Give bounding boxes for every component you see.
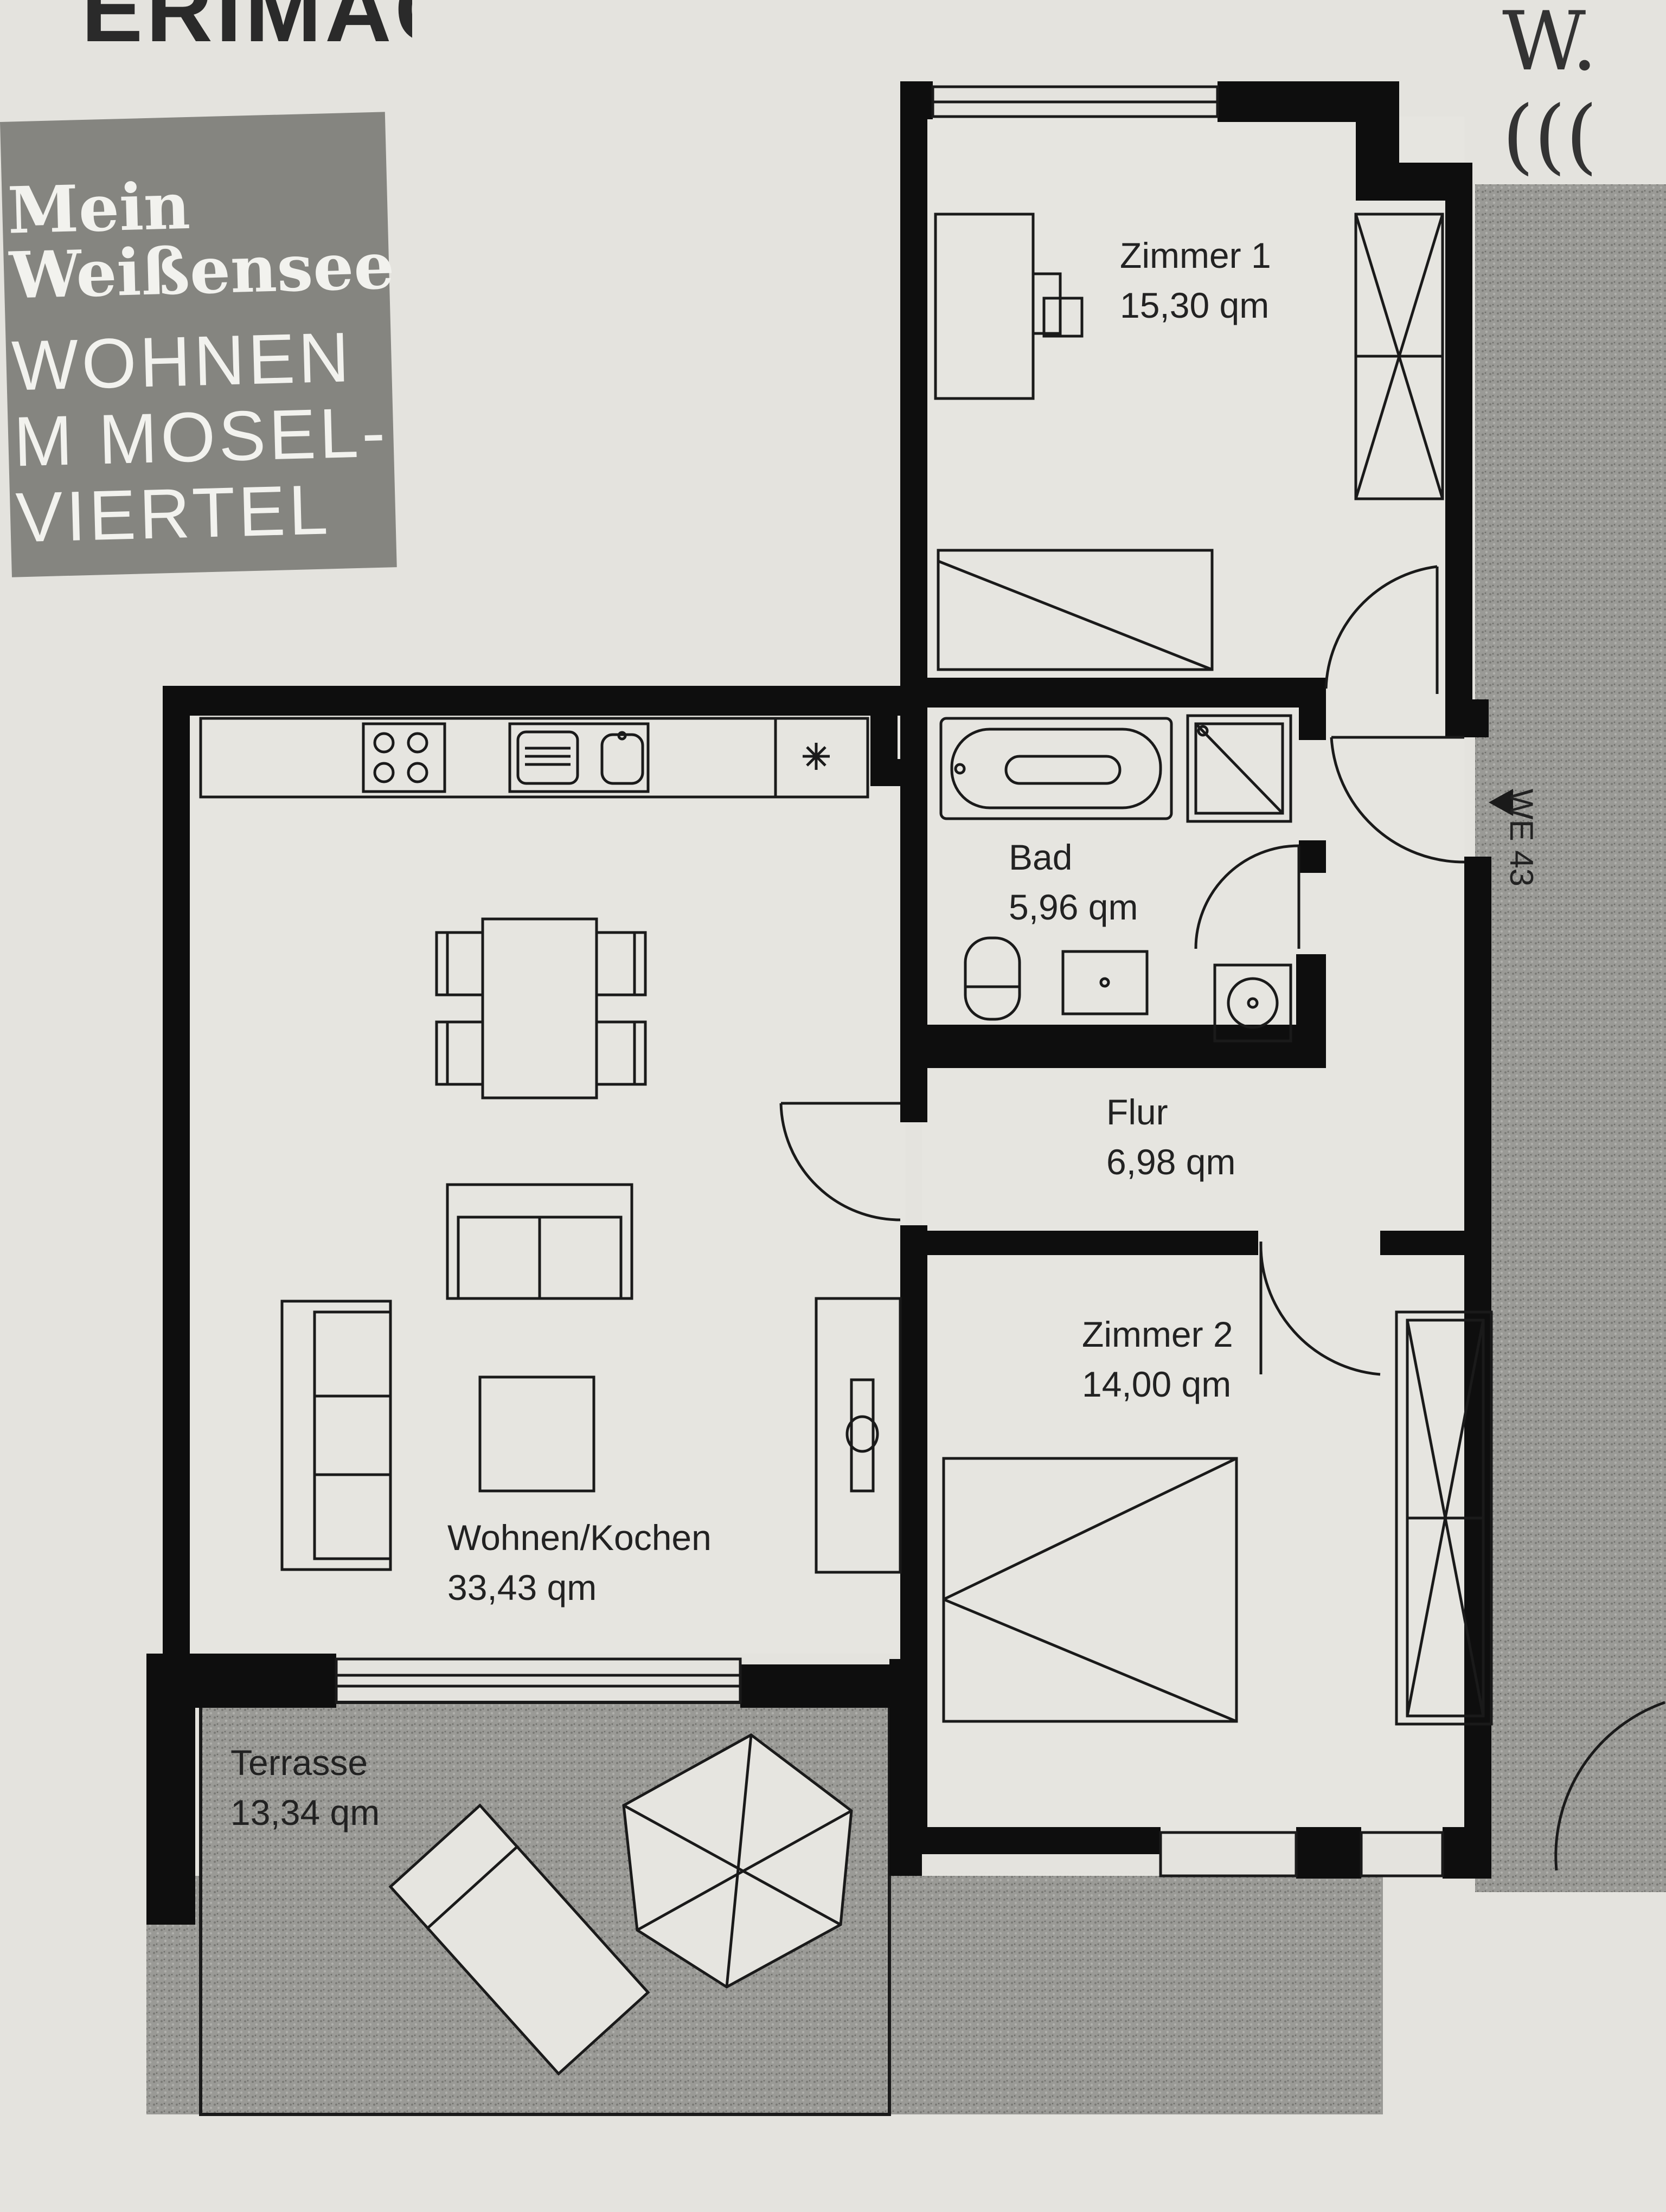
entrance-arrow bbox=[1489, 789, 1513, 816]
doors bbox=[779, 565, 1665, 1871]
room-label-zimmer2: Zimmer 2 14,00 qm bbox=[1082, 1309, 1233, 1410]
room-area-wohnen: 33,43 qm bbox=[447, 1567, 597, 1608]
room-area-bad: 5,96 qm bbox=[1009, 887, 1138, 928]
room-area-zimmer2: 14,00 qm bbox=[1082, 1364, 1232, 1405]
living-furniture bbox=[280, 1183, 902, 1574]
room-label-terrasse: Terrasse 13,34 qm bbox=[230, 1738, 380, 1838]
promo-line-4: M MOSEL- bbox=[12, 392, 389, 481]
kitchen-counter bbox=[199, 717, 869, 799]
room-name-zimmer2: Zimmer 2 bbox=[1082, 1314, 1233, 1354]
room-label-wohnen: Wohnen/Kochen 33,43 qm bbox=[447, 1513, 712, 1613]
promo-line-3: WOHNEN bbox=[10, 317, 354, 406]
interior-floor-right bbox=[922, 117, 1464, 1838]
promo-box: Mein Weißensee WOHNEN M MOSEL- VIERTEL bbox=[0, 112, 397, 577]
room-name-terrasse: Terrasse bbox=[230, 1742, 368, 1783]
bathroom-fixtures bbox=[939, 714, 1292, 1043]
interior-floor-left bbox=[184, 710, 906, 1654]
unit-number-label: WE 43 bbox=[1503, 789, 1540, 887]
walls bbox=[146, 81, 1491, 1925]
room-name-bad: Bad bbox=[1009, 837, 1073, 877]
promo-line-2: Weißensee bbox=[8, 228, 395, 313]
zimmer2-furniture bbox=[942, 1310, 1493, 1726]
room-label-bad: Bad 5,96 qm bbox=[1009, 832, 1138, 933]
dining-table bbox=[435, 917, 647, 1099]
room-area-zimmer1: 15,30 qm bbox=[1120, 285, 1270, 326]
room-area-flur: 6,98 qm bbox=[1106, 1142, 1236, 1182]
windows bbox=[335, 85, 1444, 1877]
promo-line-5: VIERTEL bbox=[15, 470, 332, 557]
zimmer1-furniture bbox=[934, 213, 1444, 671]
room-area-terrasse: 13,34 qm bbox=[230, 1792, 380, 1833]
promo-line-1: Mein bbox=[7, 168, 191, 248]
room-label-flur: Flur 6,98 qm bbox=[1106, 1087, 1235, 1187]
magazine-logo-text: ERIMAG bbox=[81, 0, 412, 60]
magazine-logo: ERIMAG bbox=[0, 0, 412, 60]
terrace-furniture bbox=[388, 1733, 853, 2076]
room-name-flur: Flur bbox=[1106, 1092, 1168, 1132]
outdoor-ground-right bbox=[1475, 184, 1666, 1892]
room-label-zimmer1: Zimmer 1 15,30 qm bbox=[1120, 230, 1271, 331]
handwritten-mark: W.((( bbox=[1502, 0, 1598, 183]
room-name-zimmer1: Zimmer 1 bbox=[1120, 235, 1271, 275]
room-name-wohnen: Wohnen/Kochen bbox=[447, 1517, 712, 1558]
